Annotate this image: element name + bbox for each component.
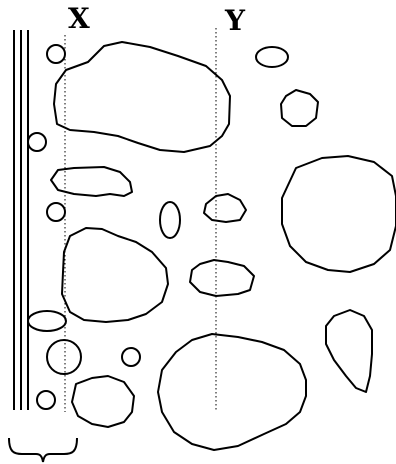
blob-bottom-left [72, 376, 134, 427]
blob-small-right-top [281, 90, 318, 126]
blob-large-right [282, 156, 396, 272]
circle-2 [28, 133, 46, 151]
blob-center-mid [190, 260, 254, 296]
left-boundary-lines [14, 30, 28, 410]
circle-3 [47, 203, 65, 221]
blobs [51, 42, 396, 450]
label-y: Y [224, 4, 246, 37]
blob-teardrop-right [326, 310, 372, 392]
circle-5 [122, 348, 140, 366]
blob-small-center [204, 194, 246, 222]
blob-large-bottom [158, 334, 306, 450]
small-circles [28, 45, 288, 409]
blob-mid-left [62, 228, 168, 322]
ellipse-3 [28, 311, 66, 331]
circle-4 [47, 340, 81, 374]
ellipse-1 [256, 47, 288, 67]
label-x: X [68, 2, 90, 35]
ellipse-2 [160, 202, 180, 238]
bottom-bracket [9, 438, 77, 462]
circle-6 [37, 391, 55, 409]
blob-large-top [54, 42, 230, 152]
blob-wide-small [51, 167, 132, 196]
circle-1 [47, 45, 65, 63]
